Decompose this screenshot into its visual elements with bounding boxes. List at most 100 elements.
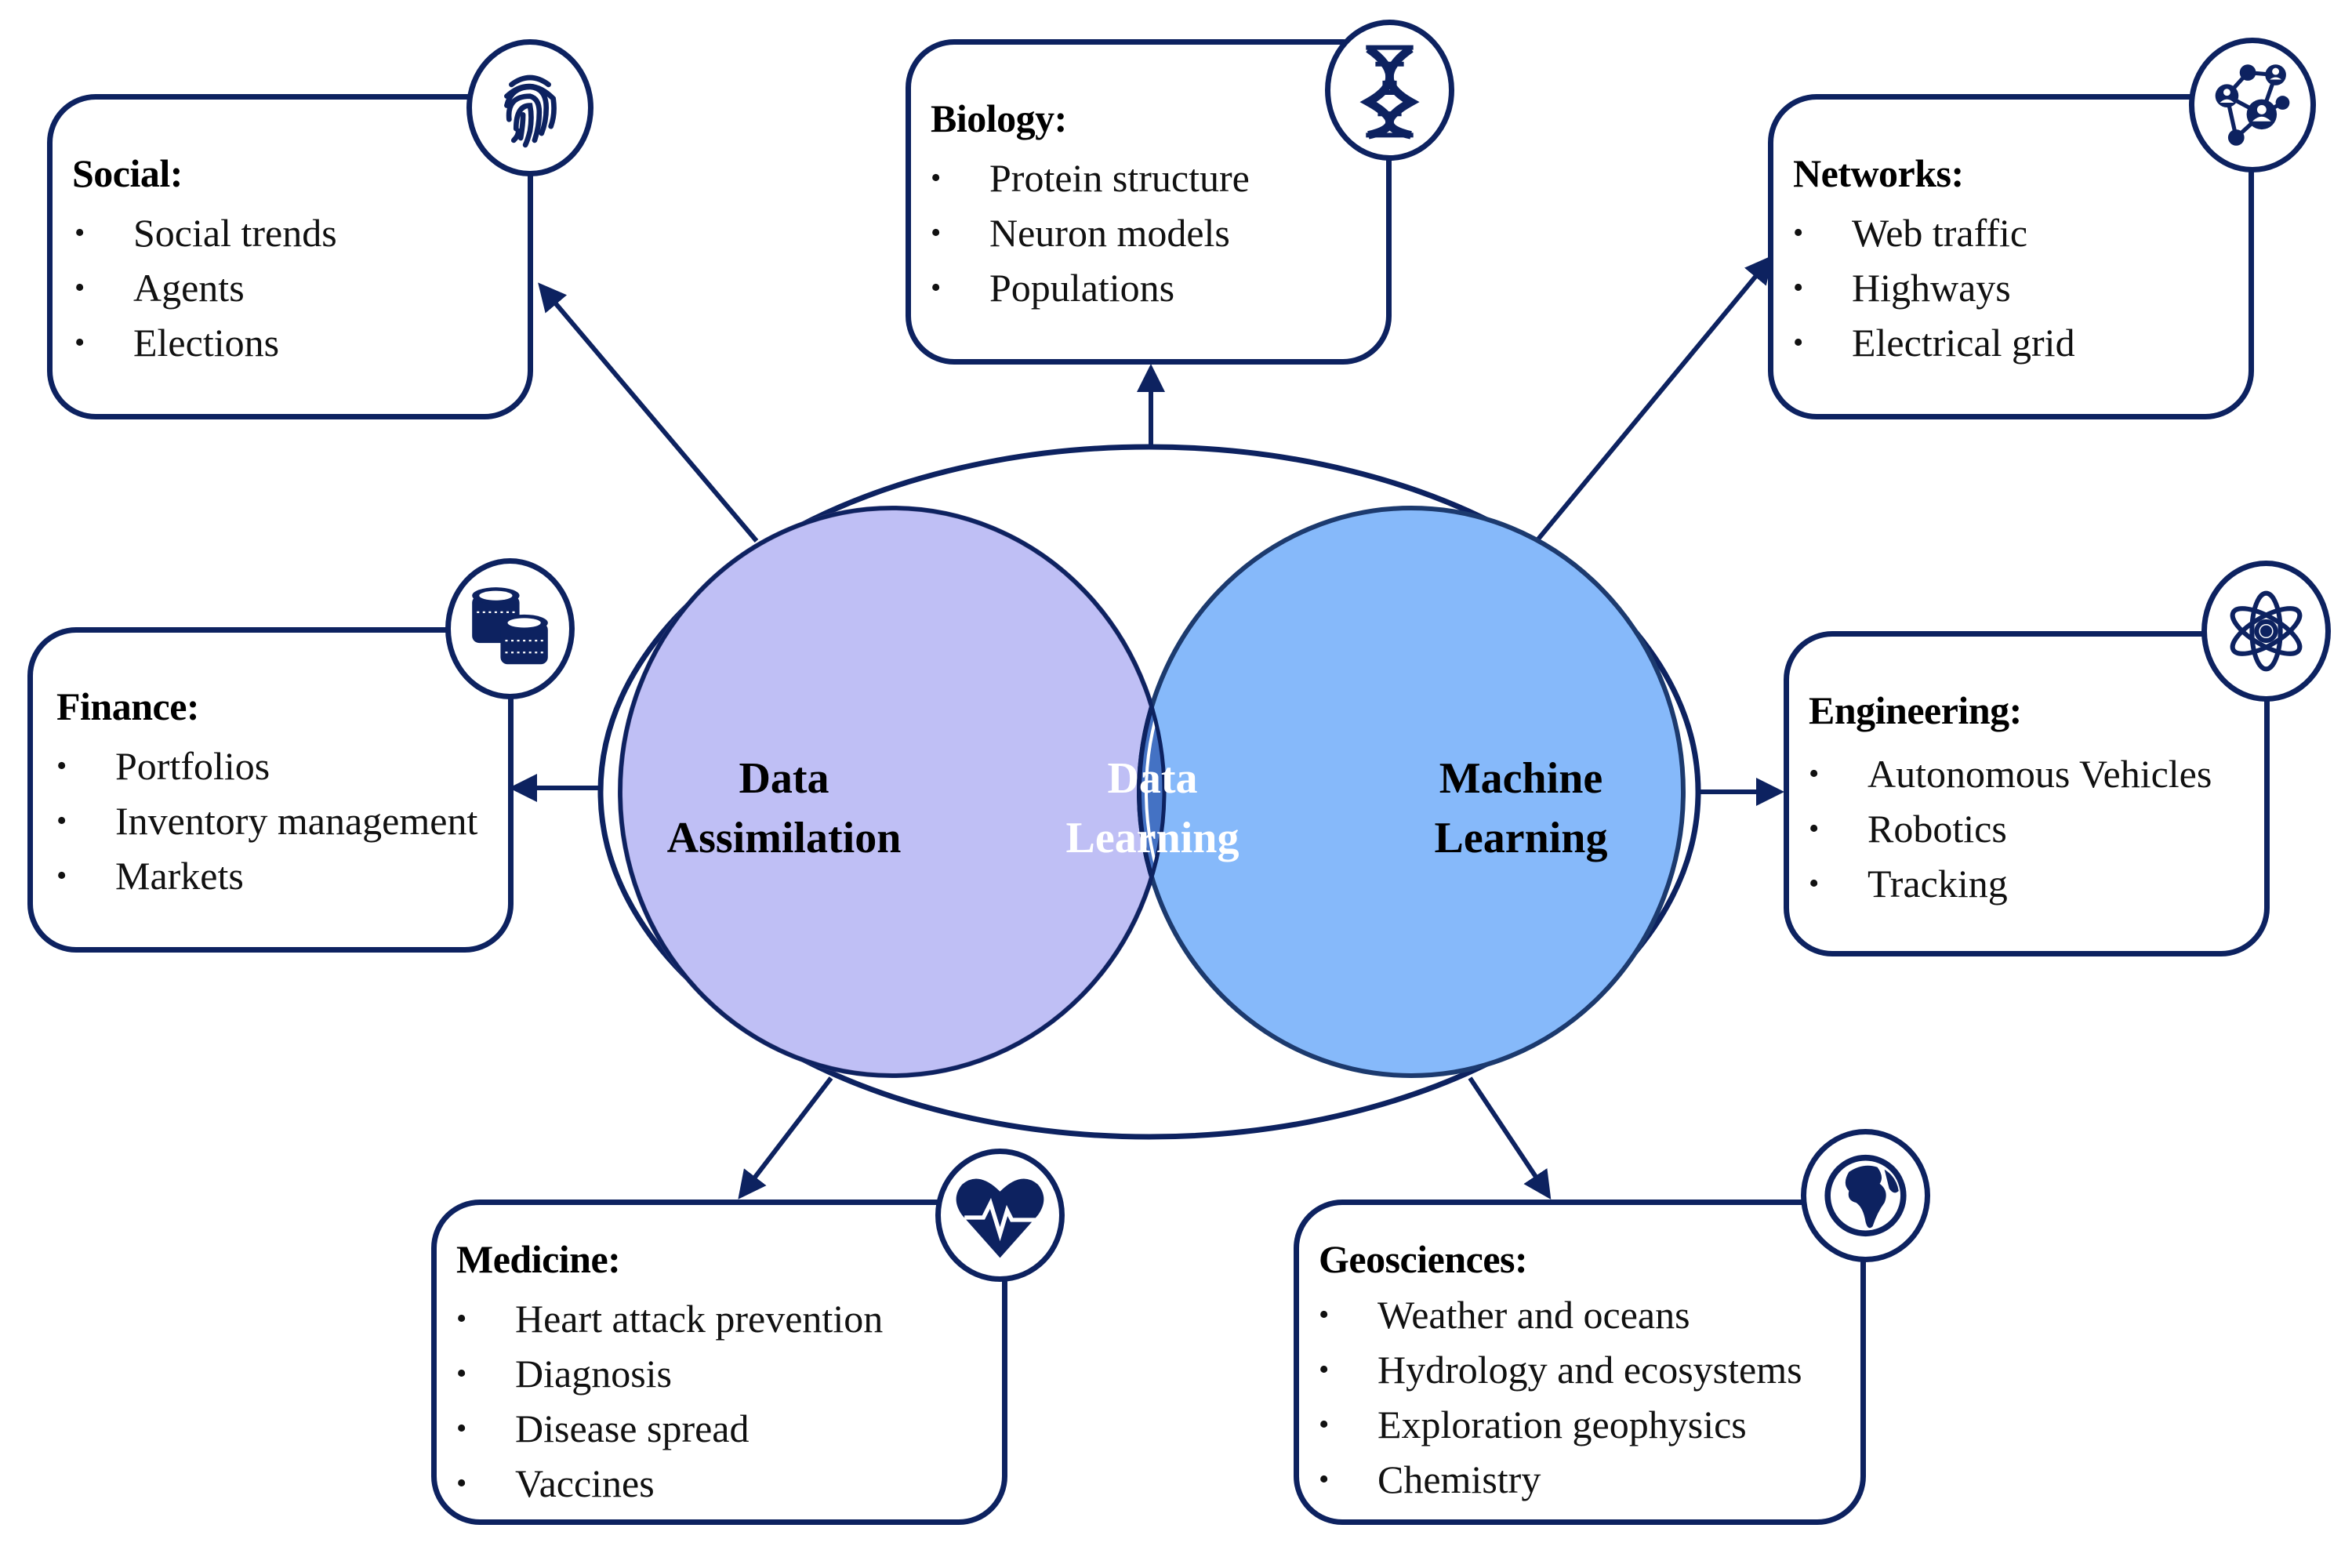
item-text: Heart attack prevention <box>515 1297 884 1341</box>
data-assimilation-line1: Data <box>739 754 829 803</box>
item-text: Portfolios <box>115 744 270 788</box>
bullet: • <box>456 1357 467 1390</box>
bullet: • <box>1319 1353 1330 1386</box>
biology-title: Biology: <box>931 96 1067 140</box>
bullet: • <box>456 1302 467 1335</box>
bullet: • <box>1809 757 1820 790</box>
item-text: Elections <box>133 321 280 365</box>
geosciences-box[interactable]: Geosciences: • Weather and oceans • Hydrol… <box>1294 1200 1866 1525</box>
item-text: Chemistry <box>1377 1457 1541 1501</box>
item-text: Populations <box>989 266 1175 310</box>
list-item: • Exploration geophysics <box>1319 1397 1802 1452</box>
bullet: • <box>931 162 942 194</box>
finance-list: • Portfolios • Inventory management • Marke… <box>56 739 477 903</box>
item-text: Tracking <box>1867 862 2008 906</box>
engineering-box[interactable]: Engineering: • Autonomous Vehicles •Robot… <box>1784 631 2270 956</box>
list-item: • Elections <box>74 315 337 370</box>
machine-learning-line1: Machine <box>1439 754 1603 803</box>
intersection-outline-right <box>1145 514 1164 1070</box>
item-text: Weather and oceans <box>1377 1293 1690 1337</box>
social-box[interactable]: Social: •Social trends •Agents •Election… <box>47 94 533 419</box>
bullet: • <box>931 216 942 249</box>
networks-list: • Web traffic •Highways • Electrical grid <box>1793 205 2075 370</box>
list-item: • Disease spread <box>456 1401 883 1456</box>
bullet: • <box>74 216 85 249</box>
list-item: • Electrical grid <box>1793 315 2075 370</box>
bullet: • <box>1809 812 1820 845</box>
networks-title: Networks: <box>1793 151 1964 195</box>
bullet: • <box>1809 867 1820 900</box>
bullet: • <box>1319 1463 1330 1496</box>
data-learning-intersection[interactable] <box>1137 508 1683 1076</box>
item-text: Electrical grid <box>1852 321 2075 365</box>
item-text: Disease spread <box>515 1406 750 1450</box>
bullet: • <box>1793 271 1804 304</box>
bullet: • <box>931 271 942 304</box>
networks-box[interactable]: Networks: • Web traffic •Highways • Electr… <box>1768 94 2254 419</box>
machine-learning-line2: Learning <box>1434 814 1608 862</box>
list-item: •Agents <box>74 260 337 315</box>
globe-icon <box>1801 1129 1930 1262</box>
heartbeat-icon <box>935 1149 1065 1282</box>
dna-icon <box>1325 20 1454 161</box>
bullet: • <box>1793 326 1804 359</box>
arrow-to-medicine <box>738 1076 833 1200</box>
arrow-to-geosciences <box>1468 1076 1552 1200</box>
bullet: • <box>56 804 67 837</box>
list-item: • Weather and oceans <box>1319 1287 1802 1342</box>
bullet: • <box>456 1467 467 1500</box>
fingerprint-icon <box>466 39 593 176</box>
engineering-list: • Autonomous Vehicles •Robotics • Tracking <box>1809 746 2212 911</box>
data-assimilation-line2: Assimilation <box>666 814 902 862</box>
list-item: • Social trends <box>74 205 337 260</box>
item-text: Vaccines <box>515 1461 655 1505</box>
list-item: • Inventory management <box>56 793 477 848</box>
bullet: • <box>56 859 67 892</box>
arrow-to-networks <box>1534 255 1773 543</box>
medicine-list: • Heart attack prevention • Diagnosis • Dis… <box>456 1291 883 1511</box>
data-assimilation-label: Data Assimilation <box>643 749 925 868</box>
bullet: • <box>456 1412 467 1445</box>
item-text: Web traffic <box>1852 211 2028 255</box>
list-item: • Web traffic <box>1793 205 2075 260</box>
item-text: Inventory management <box>115 799 478 843</box>
bullet: • <box>1793 216 1804 249</box>
left-circle-edge <box>618 506 1167 1078</box>
bullet: • <box>1319 1408 1330 1441</box>
list-item: •Robotics <box>1809 801 2212 856</box>
network-icon <box>2189 38 2316 172</box>
list-item: • Protein structure <box>931 151 1250 205</box>
list-item: • Heart attack prevention <box>456 1291 883 1346</box>
biology-box[interactable]: Biology: • Protein structure •Neuron mode… <box>906 39 1392 365</box>
list-item: • Autonomous Vehicles <box>1809 746 2212 801</box>
item-text: Hydrology and ecosystems <box>1377 1348 1802 1392</box>
geosciences-title: Geosciences: <box>1319 1237 1528 1281</box>
list-item: • Chemistry <box>1319 1452 1802 1507</box>
list-item: • Vaccines <box>456 1456 883 1511</box>
bullet: • <box>74 326 85 359</box>
social-list: • Social trends •Agents • Elections <box>74 205 337 370</box>
item-text: Protein structure <box>989 156 1250 200</box>
medicine-title: Medicine: <box>456 1237 621 1281</box>
list-item: • Hydrology and ecosystems <box>1319 1342 1802 1397</box>
machine-learning-label: Machine Learning <box>1380 749 1662 868</box>
bullet: • <box>56 750 67 782</box>
finance-box[interactable]: Finance: •Portfolios •Inventory manageme… <box>27 627 514 953</box>
bullet: • <box>74 271 85 304</box>
biology-list: • Protein structure •Neuron models • Popul… <box>931 151 1250 315</box>
item-text: Markets <box>115 854 244 898</box>
item-text: Diagnosis <box>515 1352 672 1396</box>
item-text: Exploration geophysics <box>1377 1403 1747 1446</box>
engineering-title: Engineering: <box>1809 688 2022 732</box>
list-item: • Portfolios <box>56 739 477 793</box>
arrow-to-social <box>538 282 759 543</box>
medicine-box[interactable]: Medicine: • Heart attack prevention • Diag… <box>431 1200 1007 1525</box>
atom-icon <box>2201 561 2331 702</box>
list-item: •Neuron models <box>931 205 1250 260</box>
list-item: •Highways <box>1793 260 2075 315</box>
bullet: • <box>1319 1298 1330 1331</box>
item-text: Social trends <box>133 211 337 255</box>
item-text: Autonomous Vehicles <box>1867 752 2212 796</box>
coins-icon <box>445 558 575 699</box>
